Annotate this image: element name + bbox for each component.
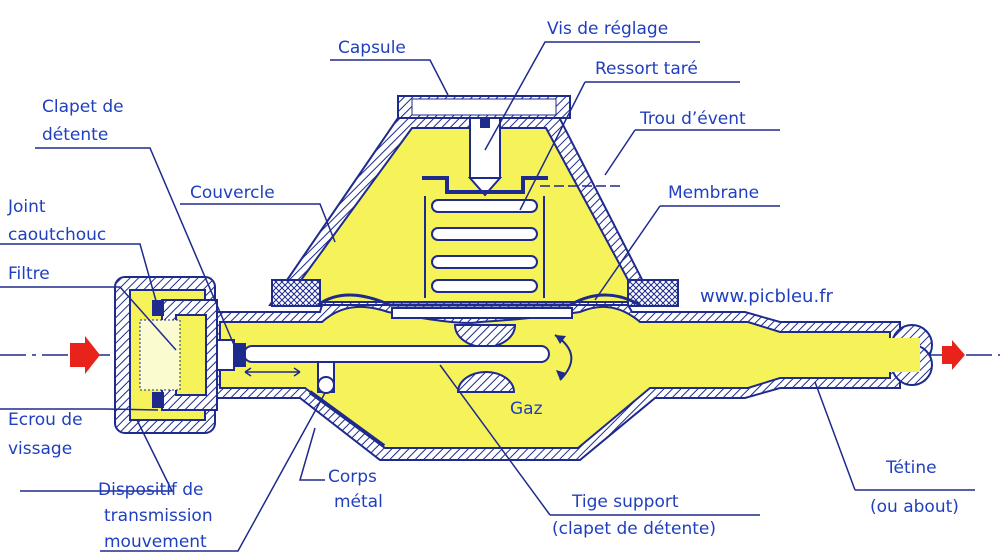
label-corps-1: Corps — [328, 467, 377, 487]
label-clapet-detente-2: détente — [42, 125, 108, 145]
membrane — [317, 293, 641, 307]
label-dispositif-2: transmission — [104, 506, 213, 526]
label-tetine-1: Tétine — [885, 458, 937, 478]
label-tetine-2: (ou about) — [870, 497, 959, 517]
label-couvercle: Couvercle — [190, 183, 275, 203]
label-corps-2: métal — [334, 492, 383, 512]
membrane-plate — [391, 307, 573, 319]
label-joint-2: caoutchouc — [8, 225, 106, 245]
label-website: www.picbleu.fr — [700, 286, 834, 307]
label-gaz: Gaz — [510, 399, 543, 419]
label-tige-1: Tige support — [571, 492, 679, 512]
outlet-arrow — [942, 340, 965, 370]
filter — [139, 319, 181, 391]
inlet-arrow — [70, 336, 100, 374]
label-joint-1: Joint — [7, 197, 46, 217]
label-capsule: Capsule — [338, 38, 406, 58]
label-vis-reglage: Vis de réglage — [547, 19, 668, 39]
adjusting-screw — [467, 117, 503, 197]
motion-arrow — [244, 367, 301, 377]
label-filtre: Filtre — [8, 264, 50, 284]
lower-stop — [456, 371, 516, 393]
leader-lines — [0, 41, 975, 552]
label-dispositif-1: Dispositif de — [98, 480, 203, 500]
label-membrane: Membrane — [668, 183, 759, 203]
support-rod — [243, 345, 550, 448]
label-ressort-tare: Ressort taré — [595, 59, 698, 79]
label-ecrou-1: Ecrou de — [8, 410, 83, 430]
label-clapet-detente-1: Clapet de — [42, 97, 124, 117]
label-dispositif-3: mouvement — [104, 532, 207, 552]
capsule — [397, 95, 571, 119]
outlet-nipple — [880, 324, 933, 386]
calibrated-spring — [422, 176, 548, 298]
label-trou-event: Trou d’évent — [639, 109, 746, 129]
label-tige-2: (clapet de détente) — [552, 519, 716, 539]
label-ecrou-2: vissage — [8, 439, 72, 459]
